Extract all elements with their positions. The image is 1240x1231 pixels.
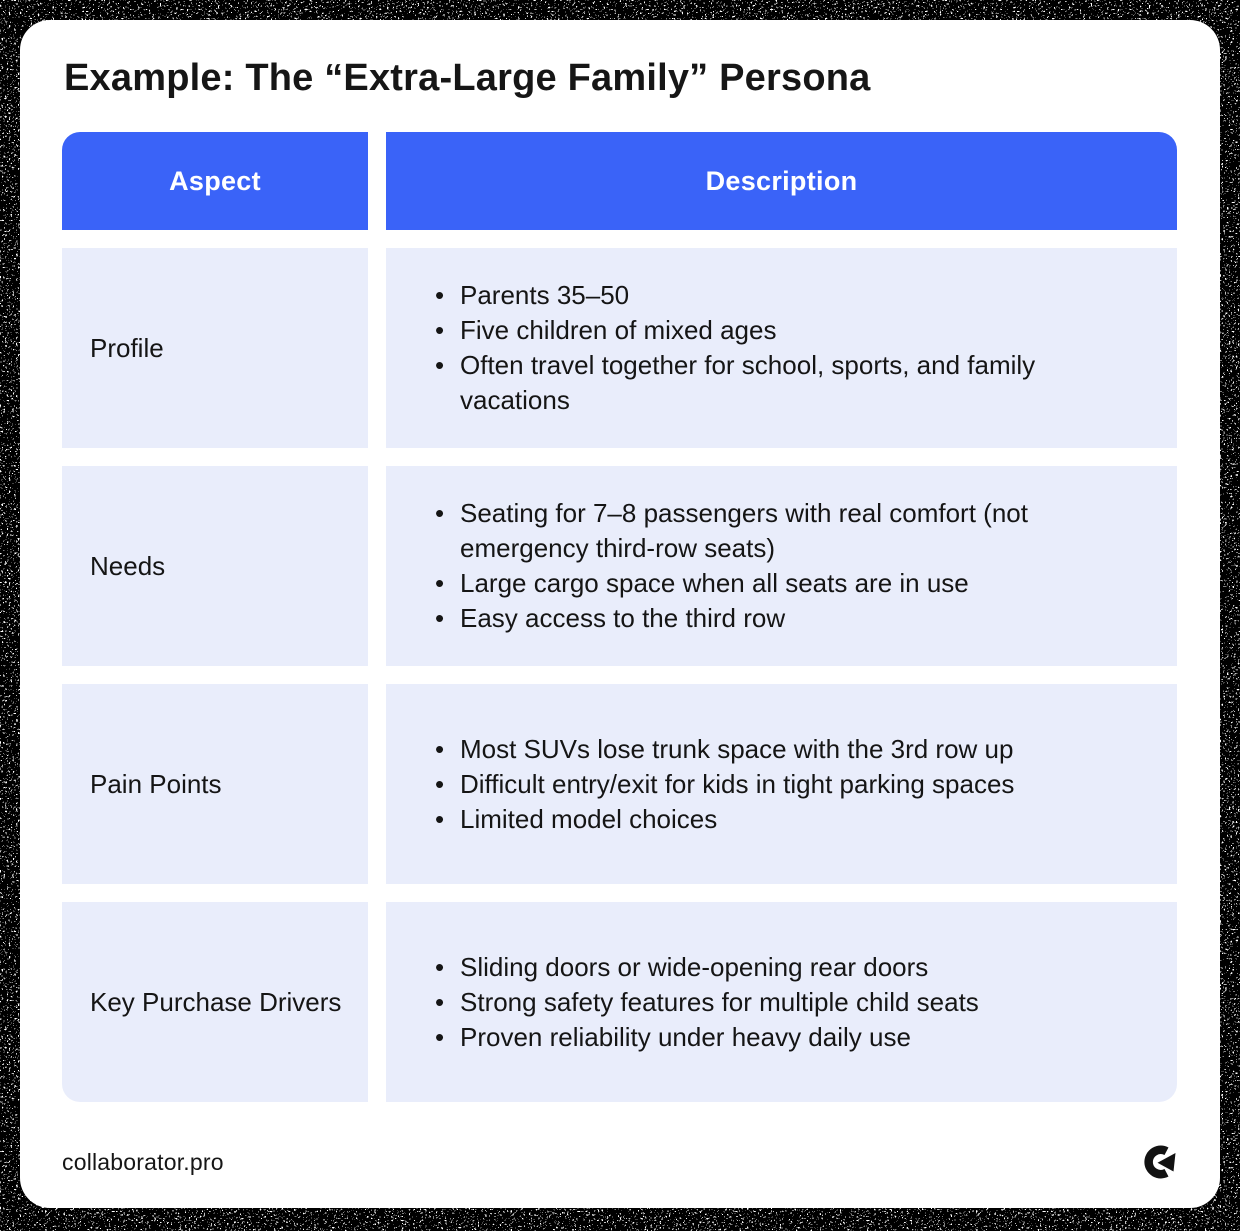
footer: collaborator.pro bbox=[62, 1144, 1177, 1180]
column-header-description: Description bbox=[386, 132, 1177, 230]
bullet-item: Most SUVs lose trunk space with the 3rd … bbox=[435, 732, 1014, 767]
content-card: Example: The “Extra-Large Family” Person… bbox=[20, 20, 1220, 1208]
bullet-item: Difficult entry/exit for kids in tight p… bbox=[435, 767, 1014, 802]
bullet-item: Five children of mixed ages bbox=[435, 313, 1147, 348]
persona-table: Aspect Description Profile Parents 35–50… bbox=[62, 132, 1177, 1102]
bullet-item: Sliding doors or wide-opening rear doors bbox=[435, 950, 979, 985]
row-label-pain-points: Pain Points bbox=[62, 684, 368, 884]
site-name: collaborator.pro bbox=[62, 1148, 224, 1175]
bullet-item: Parents 35–50 bbox=[435, 278, 1147, 313]
column-header-aspect: Aspect bbox=[62, 132, 368, 230]
row-label-needs: Needs bbox=[62, 466, 368, 666]
row-label-profile: Profile bbox=[62, 248, 368, 448]
bullet-item: Seating for 7–8 passengers with real com… bbox=[435, 496, 1147, 566]
row-description-pain-points: Most SUVs lose trunk space with the 3rd … bbox=[386, 684, 1177, 884]
bullet-item: Large cargo space when all seats are in … bbox=[435, 566, 1147, 601]
page-title: Example: The “Extra-Large Family” Person… bbox=[64, 57, 871, 99]
row-description-profile: Parents 35–50 Five children of mixed age… bbox=[386, 248, 1177, 448]
row-label-key-purchase-drivers: Key Purchase Drivers bbox=[62, 902, 368, 1102]
bullet-item: Often travel together for school, sports… bbox=[435, 348, 1147, 418]
bullet-list: Parents 35–50 Five children of mixed age… bbox=[386, 278, 1177, 418]
row-description-needs: Seating for 7–8 passengers with real com… bbox=[386, 466, 1177, 666]
bullet-item: Proven reliability under heavy daily use bbox=[435, 1020, 979, 1055]
collaborator-logo-icon bbox=[1144, 1145, 1176, 1179]
bullet-list: Sliding doors or wide-opening rear doors… bbox=[386, 950, 1009, 1055]
bullet-item: Limited model choices bbox=[435, 802, 1014, 837]
bullet-list: Seating for 7–8 passengers with real com… bbox=[386, 496, 1177, 636]
bullet-list: Most SUVs lose trunk space with the 3rd … bbox=[386, 732, 1044, 837]
row-description-key-purchase-drivers: Sliding doors or wide-opening rear doors… bbox=[386, 902, 1177, 1102]
bullet-item: Strong safety features for multiple chil… bbox=[435, 985, 979, 1020]
bullet-item: Easy access to the third row bbox=[435, 601, 1147, 636]
